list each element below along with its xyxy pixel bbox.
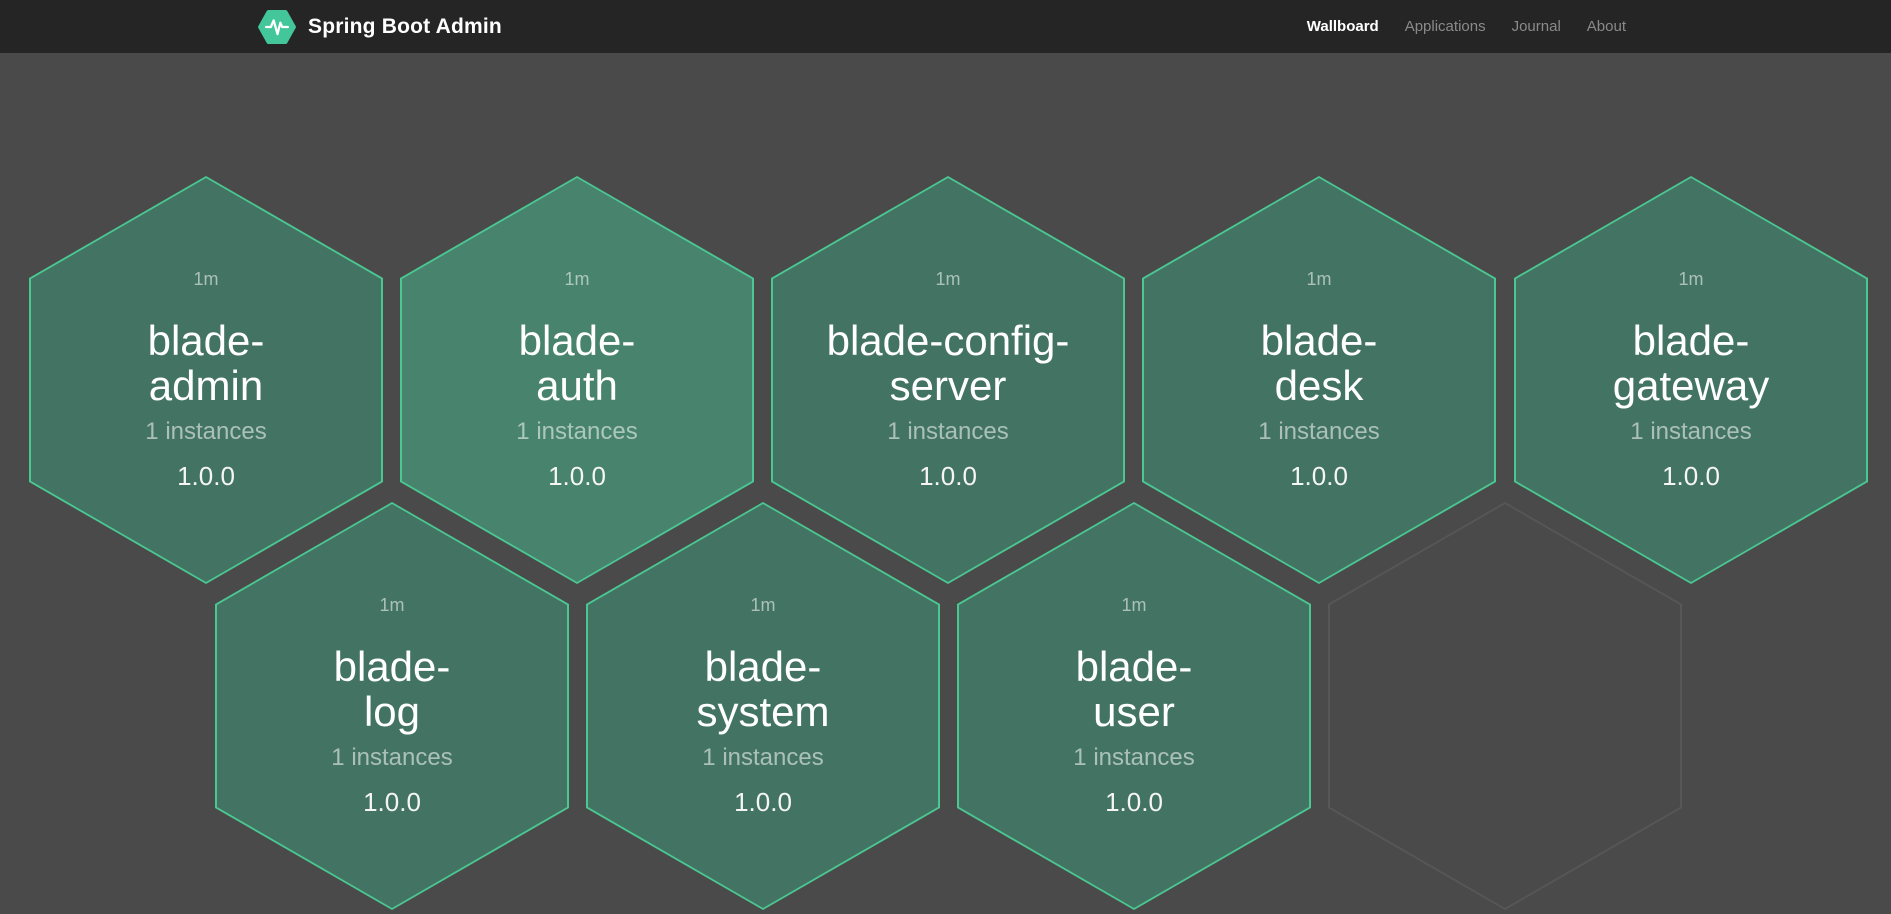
app-version: 1.0.0 (548, 460, 606, 491)
brand-title: Spring Boot Admin (308, 14, 502, 38)
app-last-update: 1m (750, 594, 776, 615)
app-instances-count: 1 instances (331, 743, 453, 771)
empty-hexagon-content (1330, 504, 1680, 908)
app-last-update: 1m (935, 268, 961, 289)
app-last-update: 1m (1121, 594, 1147, 615)
app-instances-count: 1 instances (702, 743, 824, 771)
navbar-inner: Spring Boot Admin Wallboard Applications… (0, 0, 1891, 53)
app-last-update: 1m (1306, 268, 1332, 289)
app-instances-count: 1 instances (145, 417, 267, 445)
app-name: blade-config- server (826, 316, 1070, 409)
app-last-update: 1m (379, 594, 405, 615)
hexagon-content: 1m blade- admin 1 instances 1.0.0 (31, 178, 381, 582)
wallboard: 1m blade- admin 1 instances 1.0.0 1m bla… (0, 53, 1891, 914)
nav-links: Wallboard Applications Journal About (1307, 0, 1626, 53)
app-instances-count: 1 instances (1258, 417, 1380, 445)
app-version: 1.0.0 (1290, 460, 1348, 491)
app-name: blade- system (696, 642, 830, 735)
nav-item-journal[interactable]: Journal (1511, 18, 1561, 35)
spring-boot-admin-logo-icon (258, 9, 296, 45)
app-name: blade- admin (147, 316, 265, 409)
hexagon-content: 1m blade- gateway 1 instances 1.0.0 (1516, 178, 1866, 582)
app-version: 1.0.0 (919, 460, 977, 491)
hexagon-content: 1m blade- user 1 instances 1.0.0 (959, 504, 1309, 908)
app-name: blade- desk (1260, 316, 1378, 409)
app-version: 1.0.0 (363, 786, 421, 817)
brand[interactable]: Spring Boot Admin (258, 9, 502, 45)
app-name: blade- auth (518, 316, 636, 409)
hexagon-blade-log[interactable]: 1m blade- log 1 instances 1.0.0 (215, 502, 569, 910)
hexagon-blade-user[interactable]: 1m blade- user 1 instances 1.0.0 (957, 502, 1311, 910)
hexagon-content: 1m blade- desk 1 instances 1.0.0 (1144, 178, 1494, 582)
nav-item-wallboard[interactable]: Wallboard (1306, 18, 1379, 35)
app-instances-count: 1 instances (1073, 743, 1195, 771)
app-last-update: 1m (1678, 268, 1704, 289)
hexagon-blade-auth[interactable]: 1m blade- auth 1 instances 1.0.0 (400, 176, 754, 584)
hexagon-content: 1m blade- log 1 instances 1.0.0 (217, 504, 567, 908)
hexagon-content: 1m blade- system 1 instances 1.0.0 (588, 504, 938, 908)
hexagon-content: 1m blade-config- server 1 instances 1.0.… (773, 178, 1123, 582)
app-version: 1.0.0 (1662, 460, 1720, 491)
hexagon-content: 1m blade- auth 1 instances 1.0.0 (402, 178, 752, 582)
app-name: blade- gateway (1612, 316, 1770, 409)
hexagon-blade-gateway[interactable]: 1m blade- gateway 1 instances 1.0.0 (1514, 176, 1868, 584)
nav-item-about[interactable]: About (1586, 18, 1626, 35)
hexagon-blade-admin[interactable]: 1m blade- admin 1 instances 1.0.0 (29, 176, 383, 584)
nav-item-applications[interactable]: Applications (1404, 18, 1486, 35)
app-name: blade- log (333, 642, 451, 735)
app-last-update: 1m (193, 268, 219, 289)
app-version: 1.0.0 (177, 460, 235, 491)
empty-hexagon-slot (1328, 502, 1682, 910)
hexagon-blade-desk[interactable]: 1m blade- desk 1 instances 1.0.0 (1142, 176, 1496, 584)
app-instances-count: 1 instances (887, 417, 1009, 445)
app-instances-count: 1 instances (516, 417, 638, 445)
hexagon-blade-config-server[interactable]: 1m blade-config- server 1 instances 1.0.… (771, 176, 1125, 584)
navbar: Spring Boot Admin Wallboard Applications… (0, 0, 1891, 53)
app-instances-count: 1 instances (1630, 417, 1752, 445)
app-version: 1.0.0 (734, 786, 792, 817)
app-name: blade- user (1075, 642, 1193, 735)
app-last-update: 1m (564, 268, 590, 289)
hexagon-blade-system[interactable]: 1m blade- system 1 instances 1.0.0 (586, 502, 940, 910)
app-version: 1.0.0 (1105, 786, 1163, 817)
